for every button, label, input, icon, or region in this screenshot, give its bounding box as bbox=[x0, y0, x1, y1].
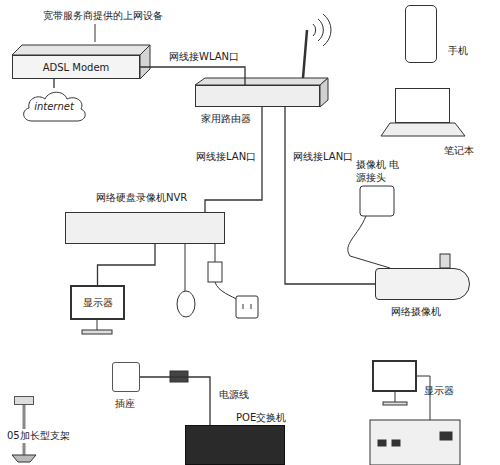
cable-connector bbox=[285, 107, 375, 284]
node-label: 笔记本 bbox=[444, 144, 474, 158]
edge-label: 网线接WLAN口 bbox=[168, 50, 240, 64]
node-label: 显示器 bbox=[83, 296, 113, 310]
bracket-plate: 05加长型支架 bbox=[14, 396, 34, 405]
node-label: 家用路由器 bbox=[201, 112, 251, 126]
monitor-stand bbox=[395, 392, 396, 402]
cable-connector bbox=[140, 67, 245, 85]
nvr-device bbox=[370, 420, 460, 465]
poe-switch: POE交换机 bbox=[185, 425, 285, 465]
node-label: 手机 bbox=[448, 44, 468, 58]
monitor-box: 显示器 bbox=[372, 360, 417, 392]
nvr-box: 网络硬盘录像机NVR bbox=[65, 212, 225, 244]
edge-label: 电源线 bbox=[218, 388, 250, 402]
edge-label: 网线接LAN口 bbox=[292, 150, 354, 164]
modem-side bbox=[140, 45, 150, 79]
node-label: 插座 bbox=[115, 397, 135, 411]
camera-power-socket bbox=[360, 186, 394, 216]
outlet-hole bbox=[251, 304, 252, 309]
power-cable bbox=[215, 282, 238, 300]
cable-connector bbox=[140, 377, 210, 425]
wall-outlet bbox=[236, 296, 258, 318]
outlet-hole bbox=[243, 304, 244, 309]
modem-box: 宽带服务商提供的上网设备ADSL Modem bbox=[12, 55, 140, 79]
modem-top bbox=[12, 45, 150, 55]
callout-label: 摄像机 电源接头 bbox=[355, 158, 405, 184]
router-antenna bbox=[303, 30, 307, 78]
router-top bbox=[195, 78, 328, 85]
node-label: 05加长型支架 bbox=[6, 429, 71, 443]
laptop-keyboard bbox=[381, 123, 465, 136]
wifi-waves bbox=[313, 14, 331, 46]
nvr-port bbox=[378, 440, 386, 446]
node-label: POE交换机 bbox=[236, 411, 286, 425]
node-label: ADSL Modem bbox=[43, 62, 110, 73]
monitor-base bbox=[383, 402, 407, 405]
edge-label: 网线接LAN口 bbox=[195, 150, 257, 164]
camera-power-cable bbox=[348, 216, 390, 268]
monitor-box: 显示器 bbox=[70, 285, 125, 320]
nvr-port bbox=[440, 432, 452, 440]
node-label: 显示器 bbox=[424, 384, 454, 398]
bracket-base bbox=[12, 455, 36, 462]
node-label: 宽带服务商提供的上网设备 bbox=[43, 9, 163, 23]
monitor-base bbox=[82, 330, 112, 334]
cable-connector bbox=[53, 79, 54, 88]
camera-mount bbox=[440, 254, 450, 268]
mouse bbox=[177, 291, 195, 317]
cable-connector bbox=[98, 244, 156, 285]
power-adapter bbox=[208, 262, 222, 282]
video-cable bbox=[417, 376, 430, 420]
node-label: 网络硬盘录像机NVR bbox=[96, 191, 187, 205]
node-label: 网络摄像机 bbox=[391, 305, 441, 319]
nvr-port bbox=[392, 440, 400, 446]
mouse-cable bbox=[185, 244, 186, 291]
socket-box: 插座 bbox=[112, 362, 140, 392]
power-cable bbox=[215, 244, 216, 262]
monitor-stand bbox=[97, 320, 98, 330]
leader-line bbox=[95, 24, 96, 42]
phone-box: 手机 bbox=[405, 5, 437, 63]
camera-body: 网络摄像机 bbox=[375, 268, 470, 300]
laptop-screen: 笔记本 bbox=[395, 88, 450, 123]
node-label: internet bbox=[34, 101, 74, 112]
internet-cloud: internet bbox=[20, 88, 88, 124]
router-side bbox=[320, 78, 328, 107]
router-box: 家用路由器 bbox=[195, 85, 320, 107]
